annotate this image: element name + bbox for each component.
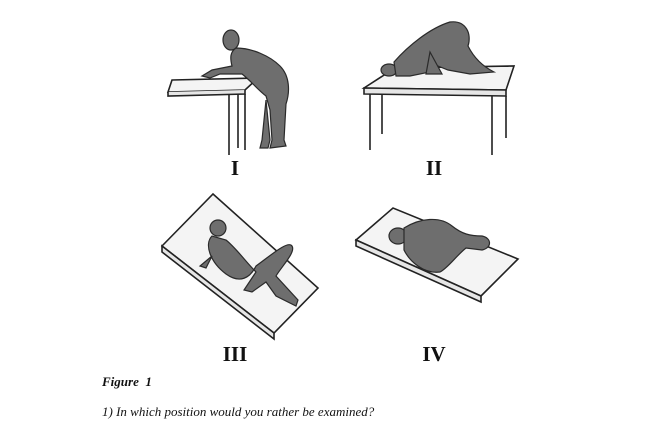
table-2 — [361, 65, 516, 155]
table-1 — [166, 77, 261, 155]
person-2 — [380, 21, 497, 77]
panel-4-label: IV — [422, 342, 446, 366]
panel-3-illustration — [160, 192, 320, 341]
question-text: 1) In which position would you rather be… — [102, 404, 375, 419]
person-3 — [198, 219, 299, 307]
panel-3-label: III — [222, 342, 248, 366]
person-4 — [388, 218, 491, 273]
panel-1-label: I — [230, 156, 240, 180]
panel-2-illustration — [361, 21, 516, 155]
panel-2-label: II — [425, 156, 443, 180]
panel-4-illustration — [354, 207, 520, 304]
figure-caption: Figure 1 — [102, 374, 152, 389]
panel-1-illustration — [166, 29, 290, 155]
person-1 — [200, 29, 290, 149]
